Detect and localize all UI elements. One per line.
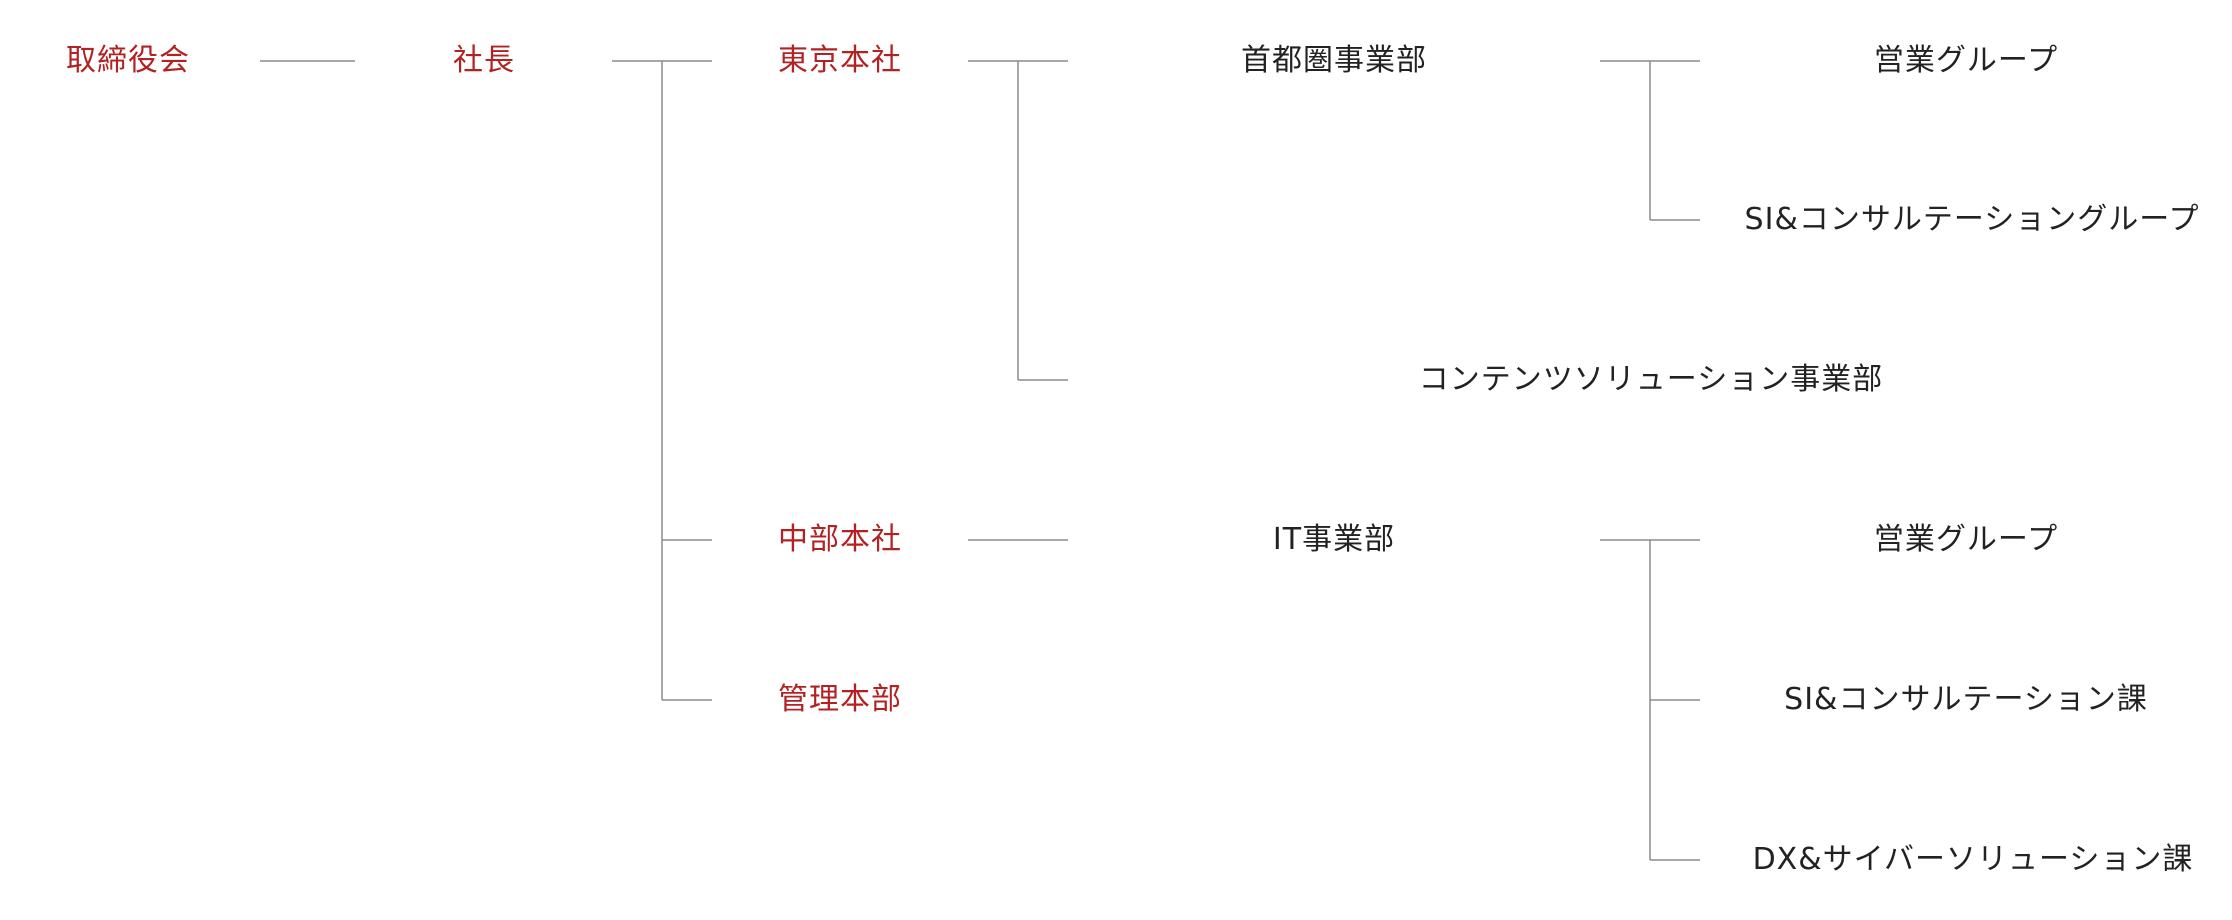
node-it-dx-section: DX&サイバーソリューション課 [1752, 842, 2194, 877]
node-it-sales-group: 営業グループ [1873, 522, 2059, 557]
node-metro-sales-group: 営業グループ [1873, 43, 2059, 78]
node-it-division: IT事業部 [1272, 522, 1396, 557]
node-metro-si-group: SI&コンサルテーショングループ [1744, 202, 2200, 237]
node-admin-hq: 管理本部 [778, 682, 902, 717]
node-metro-division: 首都圏事業部 [1241, 43, 1427, 78]
node-board: 取締役会 [66, 43, 190, 78]
node-contents-division: コンテンツソリューション事業部 [1418, 362, 1884, 397]
node-president: 社長 [453, 43, 515, 78]
node-chubu-hq: 中部本社 [778, 522, 902, 557]
node-tokyo-hq: 東京本社 [778, 43, 902, 78]
node-it-si-section: SI&コンサルテーション課 [1784, 682, 2148, 717]
